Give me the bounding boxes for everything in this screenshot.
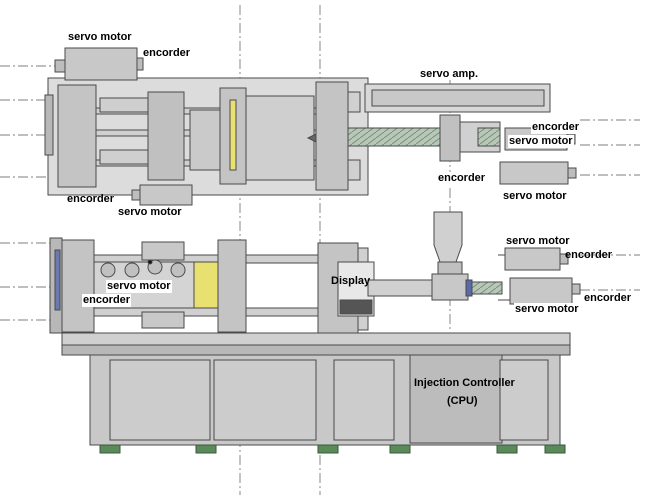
servo-amp-label: servo amp. xyxy=(420,68,479,80)
top-servo-motor-label: servo motor xyxy=(68,31,132,43)
top-encorder-mid-label: encorder xyxy=(437,172,487,185)
injection-controller-label: Injection Controller xyxy=(414,377,515,389)
top-servo-motor-bottom-left-label: servo motor xyxy=(118,206,182,218)
side-encorder-left-label: encorder xyxy=(82,294,132,307)
side-servo-motor-left-label: servo motor xyxy=(106,280,172,293)
display-label: Display xyxy=(331,275,371,287)
top-encorder-label: encorder xyxy=(143,47,191,59)
top-encorder-bottom-left-label: encorder xyxy=(67,193,115,205)
side-servo-motor-right-upper-label: servo motor xyxy=(506,235,570,247)
top-servo-motor-lower-right-label: servo motor xyxy=(503,190,567,202)
top-view xyxy=(44,47,577,206)
side-encorder-right-upper-label: encorder xyxy=(565,249,613,261)
injection-controller-cpu-label: (CPU) xyxy=(447,395,478,407)
top-encorder-right-label: encorder xyxy=(531,121,581,134)
side-servo-motor-right-lower-label: servo motor xyxy=(514,303,580,316)
top-servo-motor-right-label: servo motor xyxy=(508,135,574,148)
side-encorder-right-lower-label: encorder xyxy=(584,292,632,304)
side-view xyxy=(49,211,581,454)
